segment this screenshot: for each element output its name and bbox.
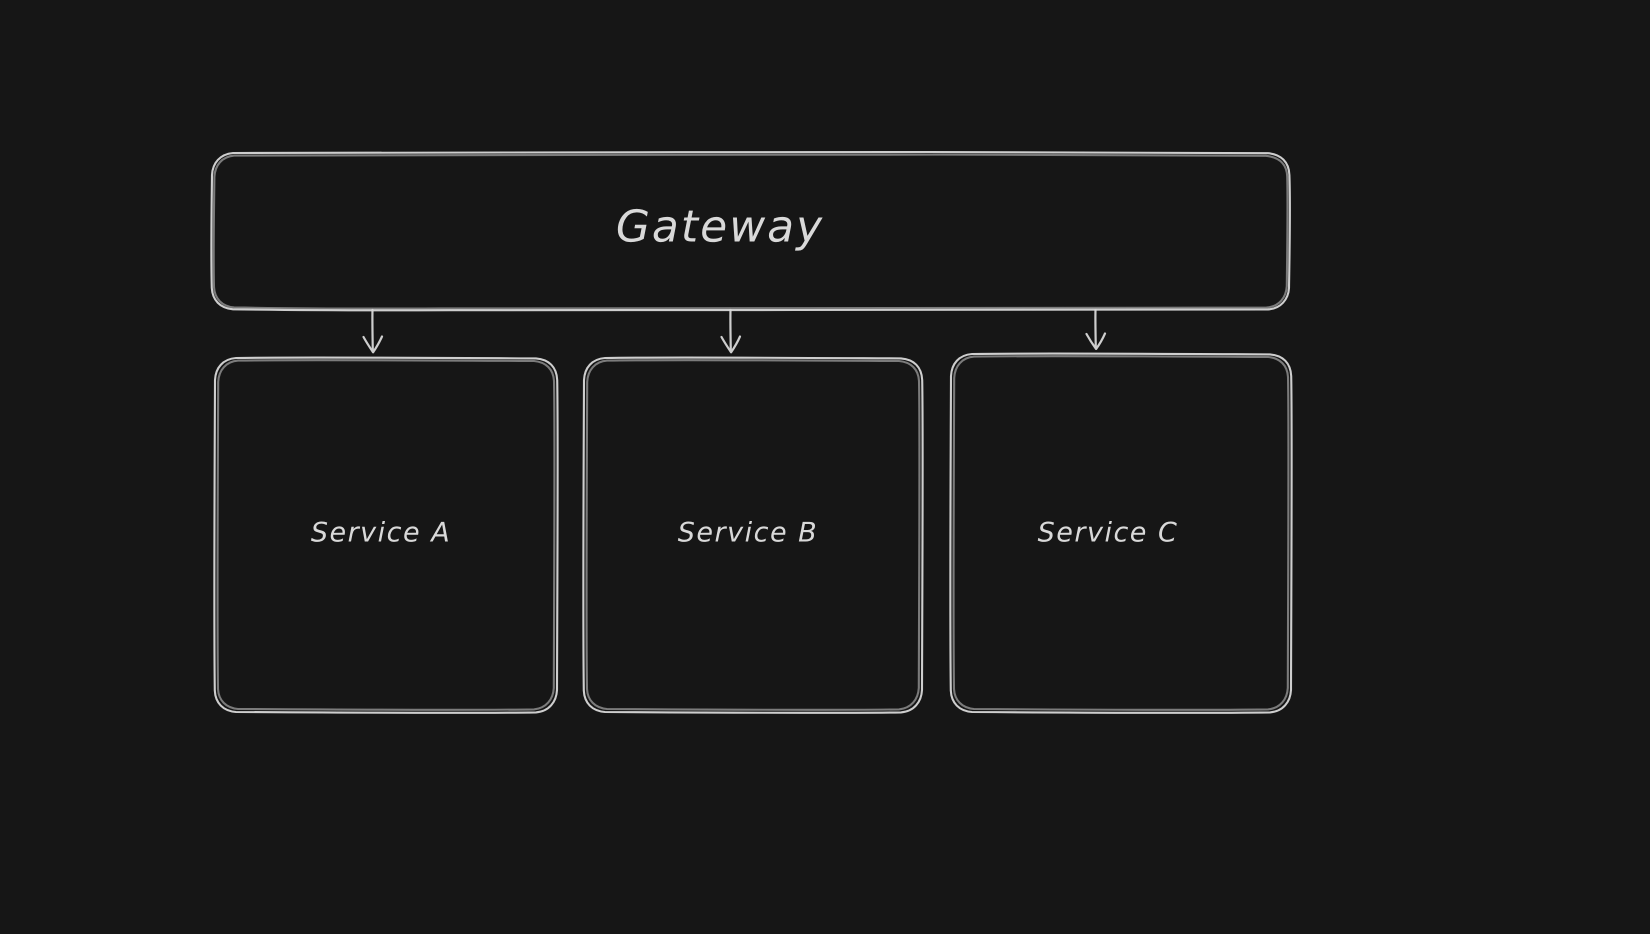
service-c-node-shape[interactable] [949, 352, 1293, 714]
edge-gateway-service-b[interactable] [720, 308, 742, 354]
gateway-container-shape[interactable] [210, 150, 1292, 312]
edge-gateway-service-a[interactable] [362, 308, 384, 354]
service-a-label: Service A [310, 517, 452, 549]
service-a-node-shape[interactable] [213, 356, 559, 714]
gateway-label: Gateway [615, 201, 825, 253]
service-b-node-shape[interactable] [582, 356, 924, 714]
service-b-label: Service B [677, 517, 819, 549]
edge-gateway-service-c[interactable] [1085, 308, 1107, 350]
service-c-label: Service C [1037, 517, 1179, 549]
